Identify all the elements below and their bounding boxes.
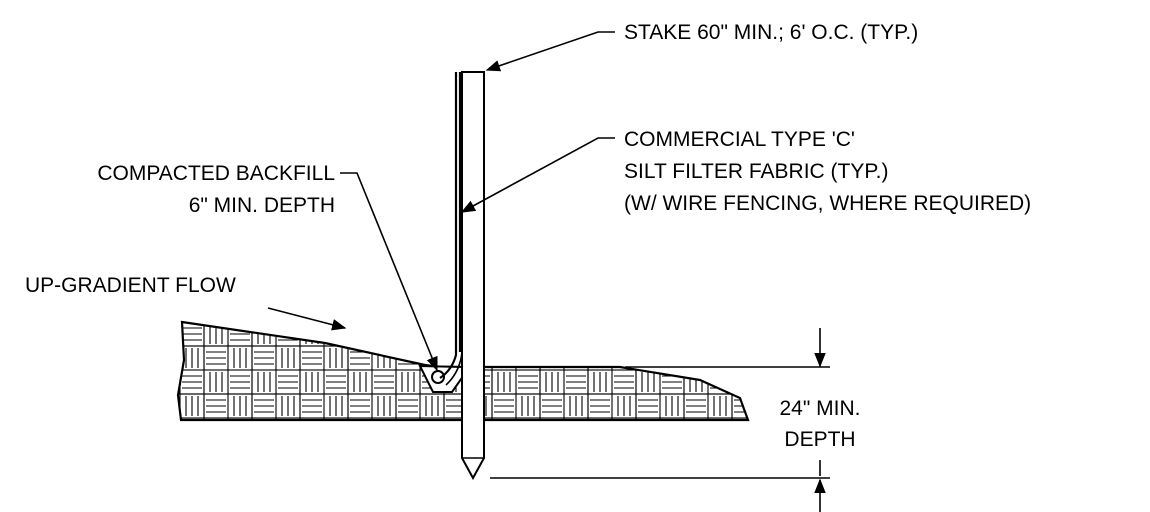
- depth-label-line2: DEPTH: [784, 428, 855, 451]
- fabric-label-line1: COMMERCIAL TYPE 'C': [624, 128, 855, 151]
- stake-label: STAKE 60" MIN.; 6' O.C. (TYP.): [624, 21, 918, 44]
- backfill-label-line2: 6" MIN. DEPTH: [189, 194, 335, 217]
- depth-label-line1: 24" MIN.: [780, 397, 861, 420]
- wooden-stake: [461, 71, 485, 481]
- fabric-label-line3: (W/ WIRE FENCING, WHERE REQUIRED): [624, 192, 1031, 215]
- silt-filter-fabric: [439, 72, 458, 379]
- backfill-leader: [340, 172, 438, 372]
- fabric-leader: [460, 137, 615, 213]
- flow-label: UP-GRADIENT FLOW: [25, 274, 236, 297]
- fabric-toe-in-anchor: [431, 370, 445, 384]
- stake-leader: [485, 31, 615, 72]
- fabric-label-line2: SILT FILTER FABRIC (TYP.): [624, 160, 889, 183]
- backfill-label-line1: COMPACTED BACKFILL: [97, 162, 335, 185]
- flow-arrow: [267, 307, 347, 331]
